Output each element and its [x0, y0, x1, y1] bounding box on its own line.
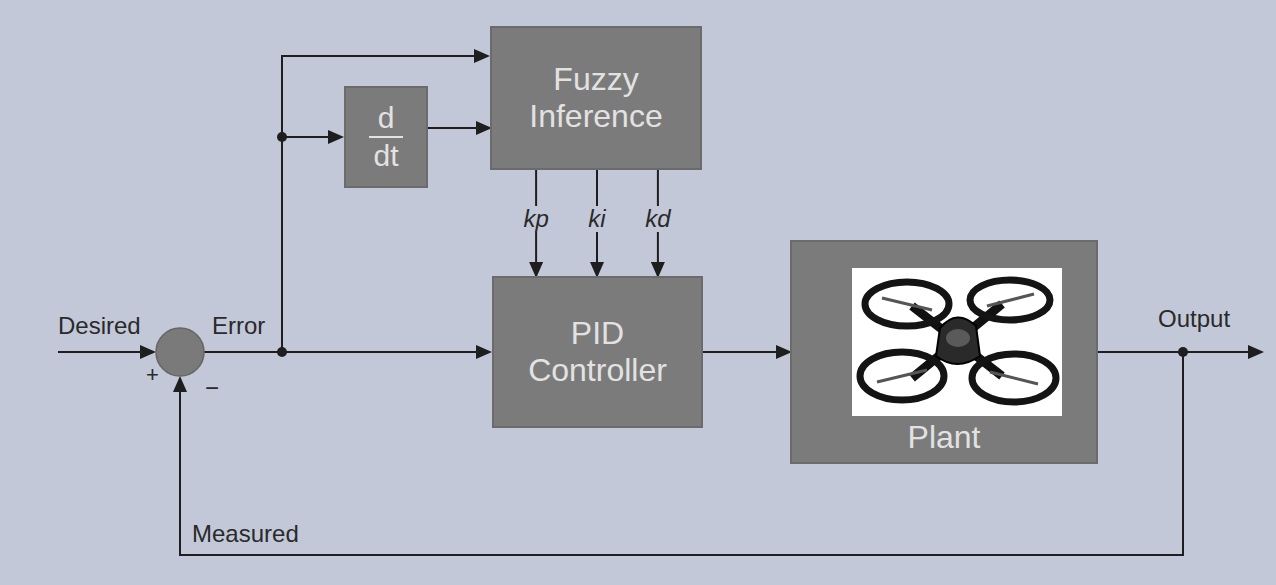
sign-symbol: + — [146, 362, 159, 388]
signal-name: Error — [212, 312, 265, 340]
quadcopter-illustration — [852, 268, 1062, 416]
gain-label: kd — [643, 206, 672, 232]
signal-name: Desired — [58, 312, 141, 340]
fuzzy-inference-box: Fuzzy Inference — [490, 26, 702, 170]
gain-label: kp — [521, 206, 550, 232]
desired-wire — [58, 351, 154, 353]
derivative-block: ddt — [344, 86, 428, 188]
box-text: Fuzzy Inference — [508, 61, 684, 135]
error-wire — [282, 136, 342, 138]
signal-name: Measured — [192, 520, 299, 548]
plant-box: Plant — [790, 240, 1098, 464]
branch-dot — [1178, 347, 1188, 357]
branch-dot — [277, 132, 287, 142]
box-text: PID Controller — [510, 315, 685, 389]
gain-label: ki — [586, 206, 607, 232]
pid-controller-box: PID Controller — [492, 276, 703, 428]
signal-arrow — [428, 127, 490, 129]
sign-symbol: − — [205, 374, 219, 402]
signal-arrow — [703, 351, 790, 353]
box-text: Plant — [908, 419, 981, 456]
box-text: d — [374, 100, 399, 136]
signal-name: Output — [1158, 305, 1230, 333]
branch-dot — [277, 347, 287, 357]
error-wire — [204, 351, 490, 353]
box-text: dt — [369, 136, 402, 174]
error-wire — [282, 56, 488, 352]
summing-junction — [156, 328, 204, 376]
